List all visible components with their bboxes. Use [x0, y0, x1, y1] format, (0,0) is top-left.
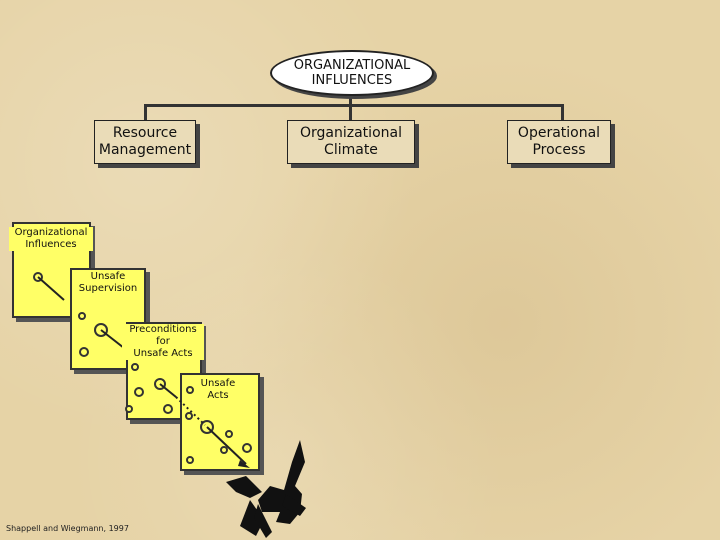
hole	[186, 456, 194, 464]
operational-process-label: Operational Process	[517, 125, 601, 158]
trajectory-segment	[37, 276, 65, 301]
hole	[134, 387, 144, 397]
trajectory-segment	[175, 396, 206, 426]
hole	[186, 386, 194, 394]
hole	[131, 363, 139, 371]
box-operational-process: Operational Process	[507, 120, 611, 164]
connector-horizontal	[144, 104, 564, 107]
resource-management-label: Resource Management	[98, 125, 192, 158]
box-organizational-climate: Organizational Climate	[287, 120, 415, 164]
root-organizational-influences: ORGANIZATIONAL INFLUENCES	[270, 50, 434, 96]
hole	[79, 347, 89, 357]
connector-operational	[561, 104, 564, 120]
hole	[242, 443, 252, 453]
trajectory-segment	[100, 329, 125, 349]
credit-text: Shappell and Wiegmann, 1997	[6, 524, 129, 533]
hole	[220, 446, 228, 454]
hole	[225, 430, 233, 438]
hole	[125, 405, 133, 413]
connector-root-down	[349, 92, 352, 106]
slice-label-unsafe-acts: Unsafe Acts	[196, 378, 240, 402]
trajectory-segment	[159, 383, 177, 398]
hole	[185, 412, 193, 420]
hole	[78, 312, 86, 320]
connector-climate	[349, 104, 352, 120]
connector-resource	[144, 104, 147, 120]
slice-label-organizational-influences: Organizational Influences	[9, 227, 93, 251]
slice-label-preconditions: Preconditions for Unsafe Acts	[122, 324, 204, 360]
organizational-climate-label: Organizational Climate	[300, 125, 402, 158]
trajectory-segment	[206, 426, 247, 465]
crashed-aircraft-icon	[226, 440, 306, 538]
root-label: ORGANIZATIONAL INFLUENCES	[293, 58, 411, 88]
slice-label-unsafe-supervision: Unsafe Supervision	[74, 271, 142, 295]
box-resource-management: Resource Management	[94, 120, 196, 164]
hole	[163, 404, 173, 414]
trajectory-arrowhead	[238, 460, 250, 468]
